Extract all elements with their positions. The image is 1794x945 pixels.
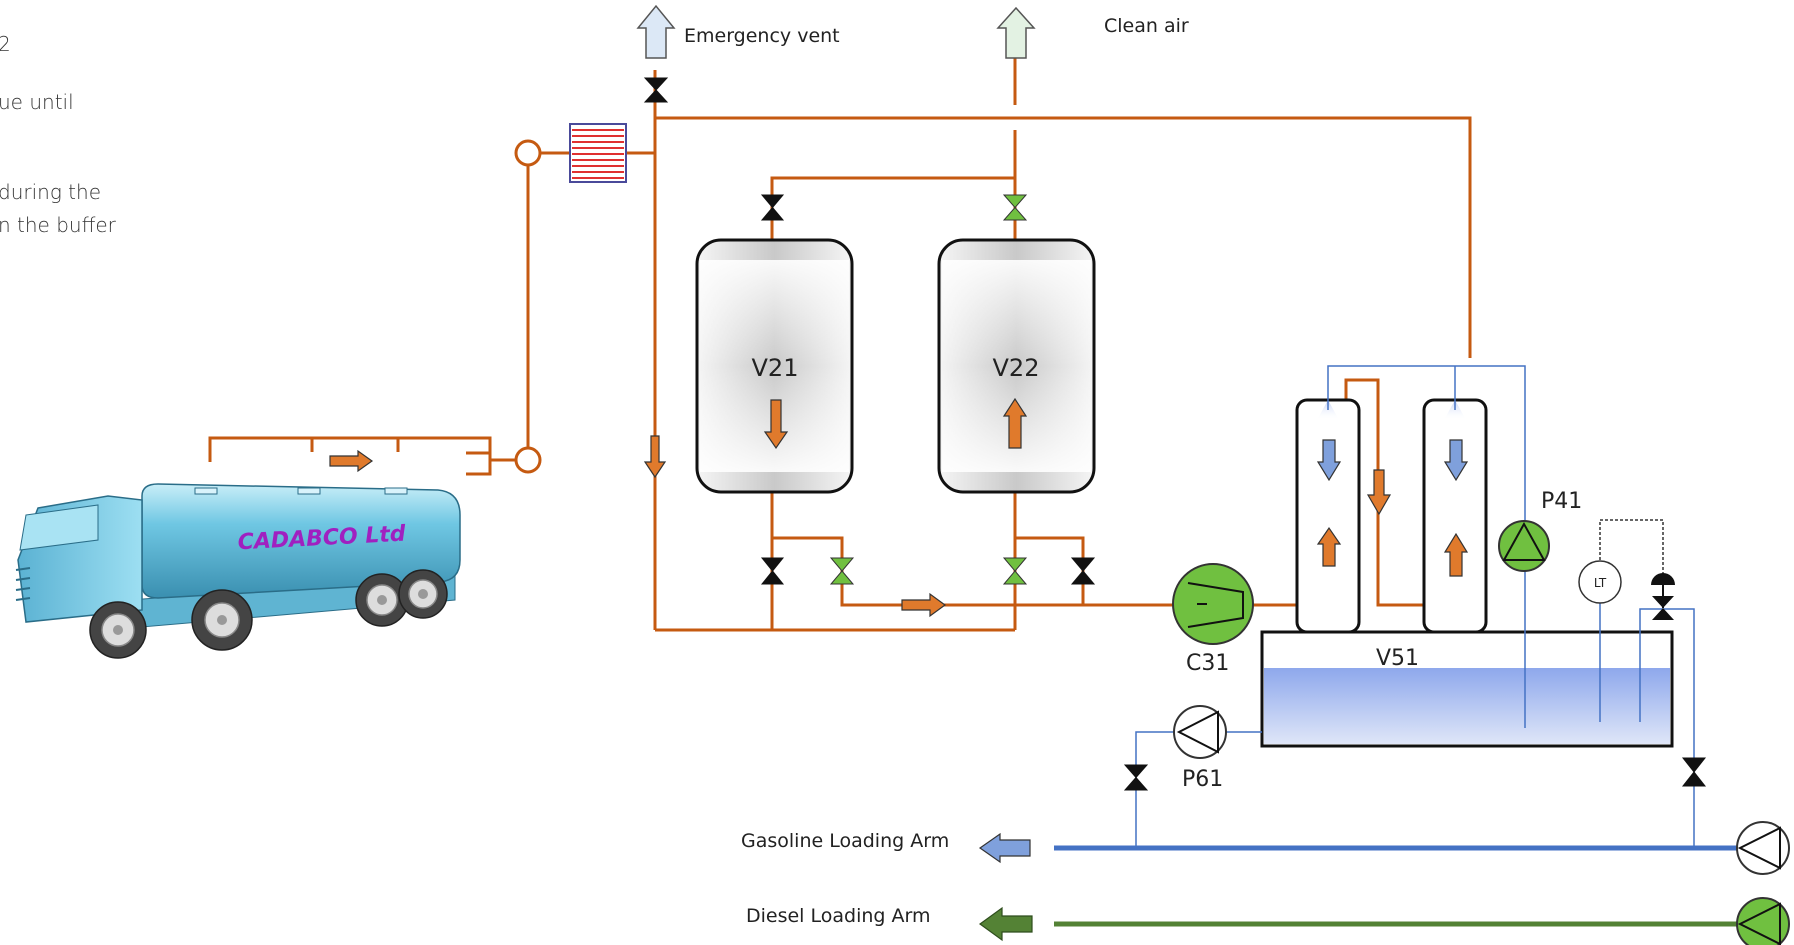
heat-exchanger xyxy=(569,123,627,183)
tank-v51[interactable] xyxy=(1260,630,1674,748)
diesel-loading-arm-label: Diesel Loading Arm xyxy=(746,905,931,927)
absorber-column-1[interactable] xyxy=(1295,398,1361,634)
tanker-truck[interactable]: CADABCO Ltd xyxy=(15,483,461,659)
arrow-column2-down-icon xyxy=(1443,439,1469,482)
pump-p61[interactable] xyxy=(1173,705,1227,759)
left-text-line-3: during the xyxy=(0,180,102,204)
valve-v21-top xyxy=(760,194,785,221)
pump-diesel[interactable] xyxy=(1736,897,1790,945)
arrow-v22-up-icon xyxy=(1002,397,1028,449)
pump-gasoline[interactable] xyxy=(1736,821,1790,875)
arrow-column1-down-icon xyxy=(1316,439,1342,482)
valve-v21-bottom xyxy=(760,557,785,585)
valve-v22-top xyxy=(1002,194,1028,221)
valve-gasoline-return xyxy=(1681,757,1707,787)
c31-label: C31 xyxy=(1186,651,1229,676)
arrow-diesel-left-icon xyxy=(978,906,1033,942)
arrow-interconnect-down-icon xyxy=(1366,469,1392,516)
vent-circles xyxy=(514,139,542,474)
arrow-truck-right-icon xyxy=(329,449,374,473)
p61-label: P61 xyxy=(1182,767,1223,792)
flow-arrows-orange xyxy=(329,397,1469,618)
control-valve-level xyxy=(1651,573,1675,620)
compressor-c31[interactable] xyxy=(1172,563,1254,645)
emergency-vent-label: Emergency vent xyxy=(684,25,840,47)
valve-v22-bottom xyxy=(1002,557,1028,585)
level-signal-line xyxy=(1599,519,1664,575)
emergency-vent-arrow-icon xyxy=(636,4,676,59)
left-text-line-2: ue until xyxy=(0,90,74,114)
arrow-v21-down-icon xyxy=(763,399,789,450)
clean-air-label: Clean air xyxy=(1104,15,1189,37)
arrow-gasoline-left-icon xyxy=(978,832,1031,864)
arrow-vent-down-icon xyxy=(643,435,667,479)
left-text-line-1: 2 xyxy=(0,32,11,56)
arrow-manifold-right-icon xyxy=(901,592,947,618)
clean-air-arrow-icon xyxy=(996,6,1036,59)
valve-v21-branch xyxy=(829,557,855,585)
flow-arrows-blue xyxy=(978,439,1469,864)
absorber-column-2[interactable] xyxy=(1422,398,1488,634)
gasoline-loading-arm-label: Gasoline Loading Arm xyxy=(741,830,949,852)
valve-p61-suction xyxy=(1123,764,1149,791)
v22-label: V22 xyxy=(993,354,1040,382)
p41-label: P41 xyxy=(1541,489,1582,514)
valve-v22-branch xyxy=(1070,557,1096,585)
lt-label: LT xyxy=(1594,576,1607,590)
pump-p41[interactable] xyxy=(1498,520,1550,572)
arrow-column1-up-icon xyxy=(1316,526,1342,567)
arrow-column2-up-icon xyxy=(1443,532,1469,577)
v21-label: V21 xyxy=(752,354,799,382)
left-text-line-4: n the buffer xyxy=(0,213,116,237)
level-transmitter[interactable]: LT xyxy=(1578,560,1622,604)
valve-emergency-vent xyxy=(643,77,669,103)
v51-label: V51 xyxy=(1376,646,1419,671)
